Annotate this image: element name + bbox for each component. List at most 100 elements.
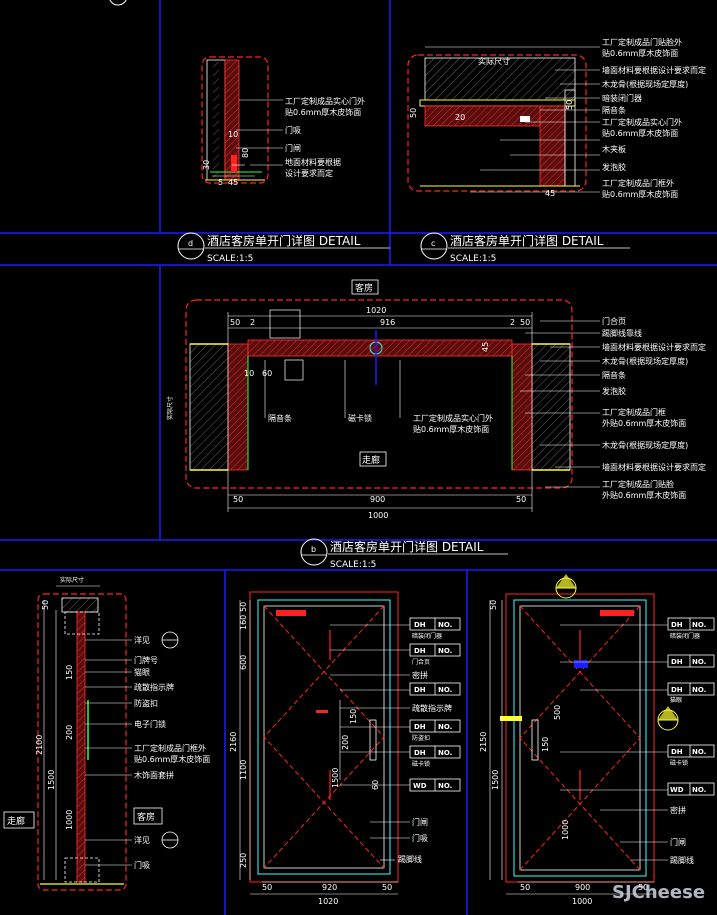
c-dim-45: 45 (545, 189, 555, 198)
svg-text:NO.: NO. (692, 686, 706, 694)
svg-text:NO.: NO. (438, 621, 452, 629)
c-label-8: 木夹板 (602, 144, 626, 154)
d-label-floor-1: 地面材料要根据 (285, 157, 341, 167)
e2-dim-left-1500: 1500 (491, 770, 500, 790)
top-cut-circle (109, 0, 127, 6)
e2-tag-0: DH NO. 暗装闭门器 (667, 617, 715, 640)
b-title-circle (300, 538, 328, 566)
section-label-1: 门牌号 (134, 655, 158, 665)
d-title: 酒店客房单开门详图 DETAIL (207, 233, 361, 248)
d-dim-45: 45 (228, 178, 238, 187)
b-label-r3: 木龙骨(根据现场定厚度) (602, 356, 688, 366)
svg-text:NO.: NO. (438, 686, 452, 694)
c-label-4: 暗装闭门器 (602, 93, 642, 103)
e2-tag-2: DH NO. 猫眼 (667, 682, 715, 704)
b-circle-letter: b (311, 545, 316, 554)
b-label-r4: 隔音条 (602, 370, 626, 380)
svg-text:NO.: NO. (692, 786, 706, 794)
section-dim-150: 150 (65, 665, 74, 680)
b-dim-916: 916 (380, 318, 395, 327)
e1-tag-4: DH NO. 磁卡锁 (409, 745, 461, 768)
section-room-right: 客房 (137, 811, 155, 823)
b-label-b2: 工厂定制成品实心门外 (413, 413, 493, 423)
d-dim-80: 80 (241, 148, 250, 158)
b-label-r8: 木龙骨(根据现场定厚度) (602, 440, 688, 450)
svg-text:NO.: NO. (438, 723, 452, 731)
e1-dim-bot-50b: 50 (382, 883, 392, 892)
svg-text:DH: DH (414, 723, 426, 731)
e2-dim-left-50: 50 (489, 600, 498, 610)
b-label-r9: 墙面材料要根据设计要求而定 (602, 462, 706, 472)
e1-dim-bot-50: 50 (262, 883, 272, 892)
e2-label-2: 踢脚线 (670, 855, 694, 865)
e1-tag-2: DH NO. (409, 682, 461, 696)
section-label-8: 木饰面套拼 (134, 770, 174, 780)
e1-tag-3: DH NO. 防盗扣 (409, 719, 461, 742)
b-dim-45: 45 (481, 342, 490, 352)
panel-d-detail: 10 80 30 45 5 工厂定制成品实心门外 贴0.6mm厚木皮饰面 门吸 … (177, 56, 390, 264)
e1-tag-5: WD NO. (409, 778, 461, 792)
e2-tag-4: WD NO. (667, 782, 715, 796)
c-label-7: 贴0.6mm厚木皮饰面 (602, 128, 678, 138)
e1-dim-bot-920: 920 (322, 883, 337, 892)
section-dim-1000: 1000 (65, 810, 74, 830)
c-label-3: 木龙骨(根据现场定厚度) (602, 79, 688, 89)
b-label-r5: 发泡胶 (602, 386, 626, 396)
b-dim-10: 10 (244, 369, 254, 378)
watermark: SJCheese (612, 882, 705, 903)
c-title-circle (420, 232, 448, 260)
svg-text:DH: DH (671, 621, 683, 629)
e2-tag-3: DH NO. 磁卡锁 (667, 744, 715, 767)
e2-tag-1: DH NO. (667, 654, 715, 668)
e1-dim-in-200: 200 (341, 735, 350, 750)
d-title-circle (177, 232, 205, 260)
svg-text:NO.: NO. (692, 658, 706, 666)
d-scale: SCALE:1:5 (207, 254, 253, 264)
c-label-5: 隔音条 (602, 105, 626, 115)
e1-dim-left-160: 160 (239, 615, 248, 630)
panel-b-plan: 客房 实际尺寸 走廊 1020 50 916 2 50 2 45 (166, 279, 706, 570)
svg-text:DH: DH (414, 686, 426, 694)
c-label-0: 工厂定制成品门贴脸外 (602, 37, 682, 47)
e2-dim-in-1000: 1000 (561, 820, 570, 840)
svg-text:NO.: NO. (438, 749, 452, 757)
e2-dim-bot-900: 900 (575, 883, 590, 892)
svg-text:磁卡锁: 磁卡锁 (412, 760, 430, 768)
svg-text:NO.: NO. (692, 748, 706, 756)
e2-dim-in-150: 150 (541, 737, 550, 752)
svg-text:WD: WD (413, 782, 427, 790)
section-label-3: 疏散指示牌 (134, 682, 174, 692)
e1-dim-left-50: 50 (239, 602, 248, 612)
e2-label-1: 门闸 (670, 837, 686, 847)
b-dim-2b: 2 (510, 318, 515, 327)
b-label-r10: 工厂定制成品门贴脸 (602, 479, 674, 489)
e1-dim-left-2160: 2160 (229, 732, 238, 752)
panel-section: 实际尺寸 50 2100 1500 150 200 1000 (3, 576, 210, 891)
e2-dim-left-2150: 2150 (479, 732, 488, 752)
e2-label-0: 密拼 (670, 805, 686, 815)
d-label-stopper: 门吸 (285, 125, 301, 135)
svg-text:DH: DH (414, 749, 426, 757)
c-label-2: 墙面材料要根据设计要求而定 (602, 65, 706, 75)
e2-dim-bot-50b: 50 (638, 883, 648, 892)
svg-text:DH: DH (671, 748, 683, 756)
c-circle-letter: c (431, 239, 435, 248)
e1-tag-1: DH NO. 门合页 (409, 643, 461, 666)
c-dim-20: 20 (455, 113, 465, 122)
panel-elevation-2: 50 2150 1500 500 150 1000 50 900 50 1000… (479, 574, 715, 906)
b-label-r11: 外贴0.6mm厚木皮饰面 (602, 490, 686, 500)
e1-dim-bot-1020: 1020 (318, 897, 338, 906)
e1-dim-left-250: 250 (239, 853, 248, 868)
b-scale: SCALE:1:5 (330, 560, 376, 570)
section-label-10: 门吸 (134, 860, 150, 870)
c-label-9: 发泡胶 (602, 162, 626, 172)
e1-dim-left-600: 600 (239, 655, 248, 670)
svg-text:磁卡锁: 磁卡锁 (670, 759, 688, 767)
e1-label-3: 门吸 (412, 833, 428, 843)
e1-label-1: 疏散指示牌 (412, 703, 452, 713)
svg-text:DH: DH (671, 686, 683, 694)
b-room-bottom: 走廊 (362, 454, 380, 466)
c-scale: SCALE:1:5 (450, 254, 496, 264)
d-dim-5: 5 (218, 178, 223, 187)
